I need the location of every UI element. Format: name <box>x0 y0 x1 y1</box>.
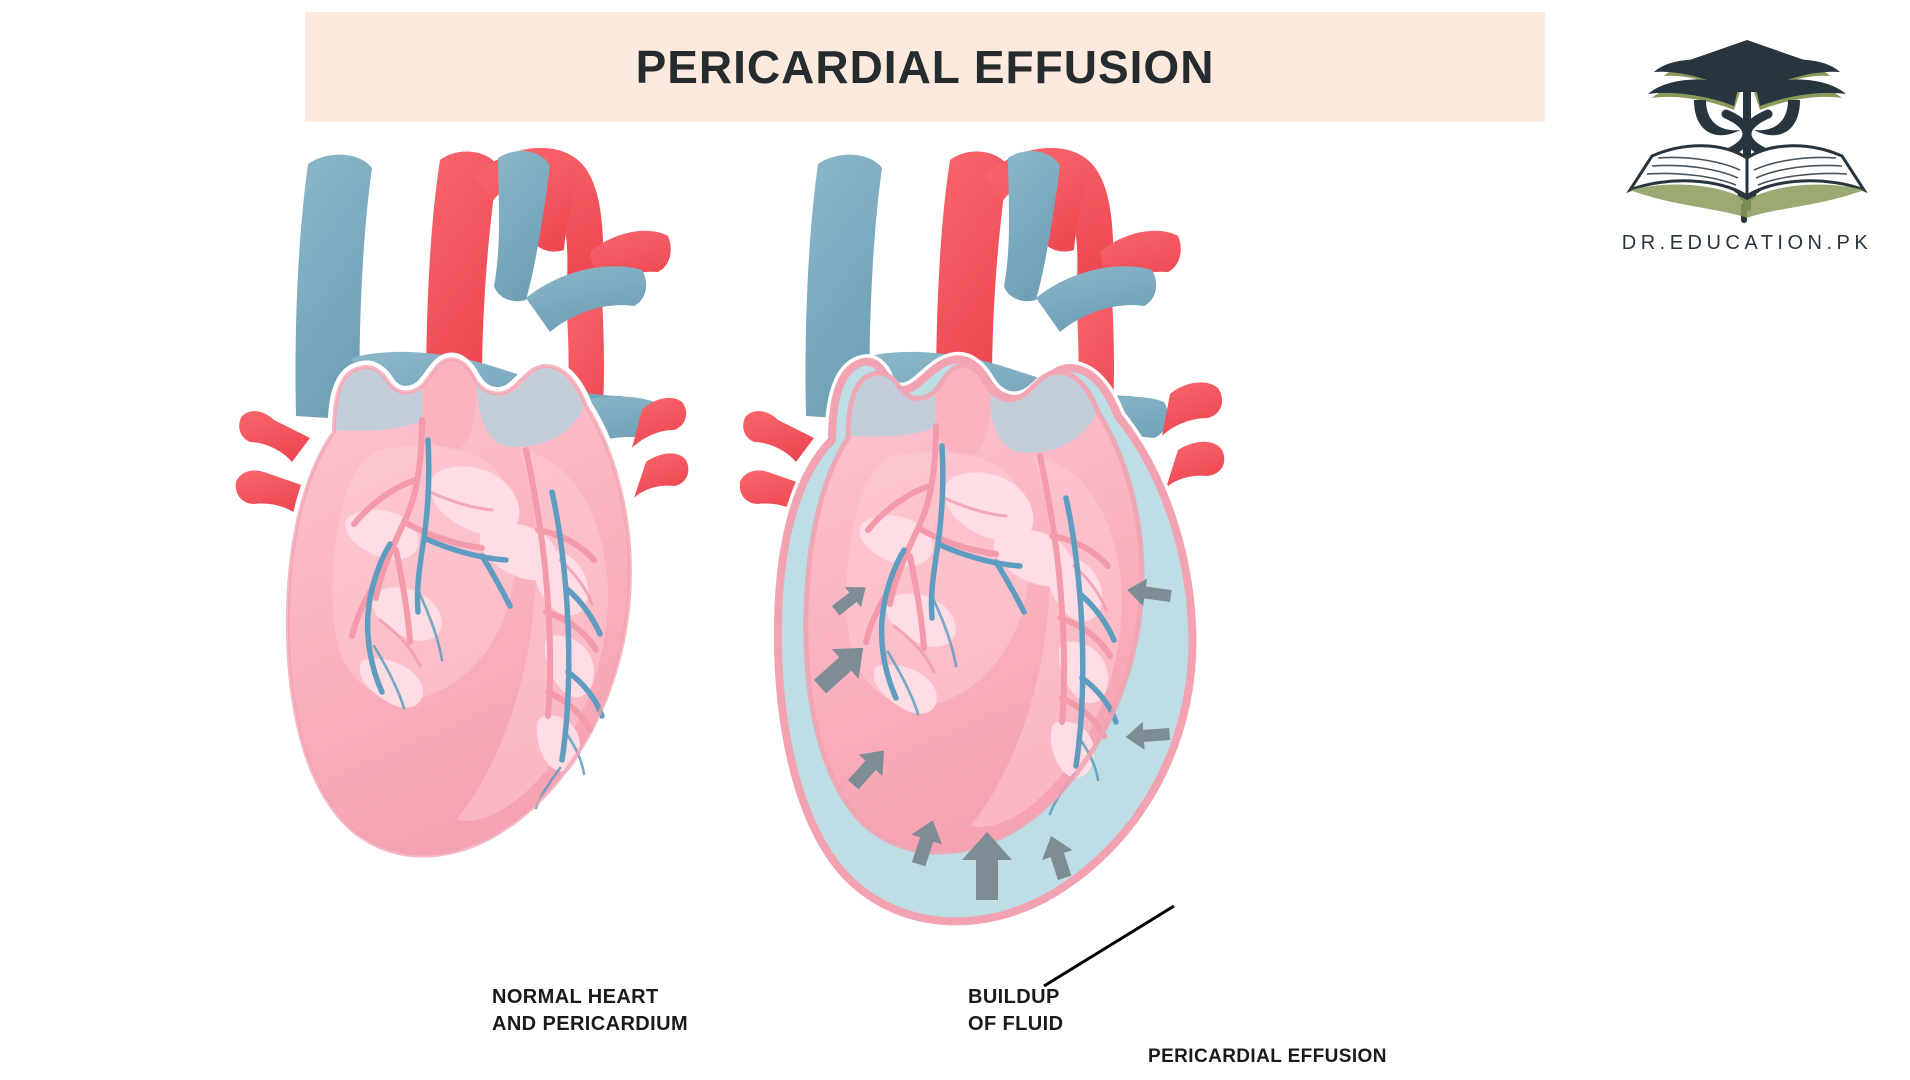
pressure-arrow <box>962 832 1012 900</box>
left-common-carotid <box>1004 151 1060 302</box>
pressure-arrow <box>1127 578 1172 607</box>
coronary-arteries <box>349 417 599 733</box>
pulmonary-vein-stubs-left <box>235 411 310 514</box>
title-banner: PERICARDIAL EFFUSION <box>305 12 1545 122</box>
left-pulmonary-artery <box>526 266 647 332</box>
great-vessels-effusion <box>805 147 1181 470</box>
pressure-arrow <box>814 647 864 694</box>
caption-buildup-of-fluid: BUILDUP OF FLUID <box>968 986 1064 1035</box>
left-atrium <box>988 374 1096 453</box>
left-common-carotid <box>494 151 550 302</box>
aorta-ascending <box>426 151 498 398</box>
pressure-arrow <box>848 750 884 790</box>
aorta-ascending <box>936 151 1008 398</box>
superior-vena-cava <box>805 154 882 420</box>
caption-pericardial-effusion: PERICARDIAL EFFUSION <box>1148 1046 1387 1067</box>
coronary-arteries <box>863 423 1113 739</box>
pressure-arrows <box>814 578 1172 900</box>
heart-body-normal <box>287 359 630 856</box>
coronary-veins <box>364 437 605 763</box>
pressure-arrow <box>1042 835 1073 880</box>
effusion-heart-figure <box>740 147 1225 929</box>
caption-normal-heart: NORMAL HEART AND PERICARDIUM <box>492 986 688 1035</box>
right-atrium <box>850 375 936 437</box>
pressure-arrow <box>832 586 866 616</box>
caduceus-logo-icon <box>1626 40 1868 223</box>
page-title: PERICARDIAL EFFUSION <box>635 41 1215 93</box>
pulmonary-vein-stubs-right <box>632 397 689 498</box>
pericardial-sac-rim <box>773 355 1197 926</box>
superior-vena-cava <box>295 154 372 420</box>
pressure-arrow <box>911 820 942 867</box>
myocardium-rim <box>803 362 1145 855</box>
logo-wordmark: DR.EDUCATION.PK <box>1621 232 1873 254</box>
brand-logo[interactable]: DR.EDUCATION.PK <box>1612 30 1882 285</box>
heart-body-effusion <box>803 362 1145 855</box>
left-atrium <box>476 368 584 447</box>
right-atrium <box>336 369 422 431</box>
left-pulmonary-artery <box>1036 266 1157 332</box>
pulmonary-trunk-base <box>936 366 991 457</box>
pulmonary-trunk-base <box>422 360 477 451</box>
pressure-arrow <box>1125 721 1170 750</box>
open-book-icon <box>1626 144 1868 218</box>
pulmonary-vein-stubs-right <box>1162 382 1225 488</box>
normal-heart-figure <box>235 147 689 863</box>
myocardium-rim <box>285 357 632 858</box>
